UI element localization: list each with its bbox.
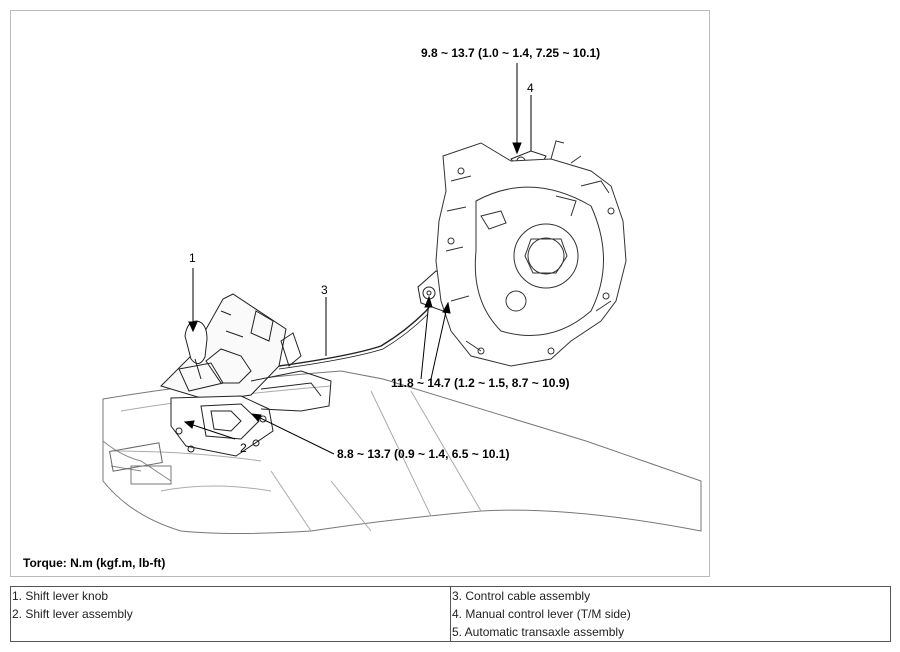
callout-leaders [183,63,532,455]
automatic-transaxle [435,140,627,367]
callout-1: 1 [189,251,196,265]
shift-cable-illustration [102,63,702,534]
callout-3: 3 [321,283,328,297]
legend-item [11,623,450,641]
legend-column-right: 3. Control cable assembly 4. Manual cont… [450,586,891,642]
callout-2: 2 [240,441,247,455]
torque-spec-bracket: 11.8 ~ 14.7 (1.2 ~ 1.5, 8.7 ~ 10.9) [391,376,570,390]
legend-column-left: 1. Shift lever knob 2. Shift lever assem… [10,586,451,642]
parts-legend-table: 1. Shift lever knob 2. Shift lever assem… [10,586,891,642]
legend-item: 5. Automatic transaxle assembly [452,625,625,639]
legend-item: 3. Control cable assembly [452,589,591,603]
torque-spec-shift-lever: 8.8 ~ 13.7 (0.9 ~ 1.4, 6.5 ~ 10.1) [337,447,510,461]
legend-item: 1. Shift lever knob [12,589,109,603]
floor-tunnel-outline [102,370,702,534]
shift-lever-assembly [160,293,332,457]
legend-item: 4. Manual control lever (T/M side) [452,607,631,621]
callout-4: 4 [527,81,534,95]
torque-unit-label: Torque: N.m (kgf.m, lb-ft) [23,556,166,570]
torque-spec-tm-lever: 9.8 ~ 13.7 (1.0 ~ 1.4, 7.25 ~ 10.1) [421,46,601,60]
diagram-figure: 1 2 3 4 9.8 ~ 13.7 (1.0 ~ 1.4, 7.25 ~ 10… [10,10,710,577]
legend-item: 2. Shift lever assembly [12,607,133,621]
wiring-connector [109,442,163,472]
shift-lever-knob [184,320,208,364]
